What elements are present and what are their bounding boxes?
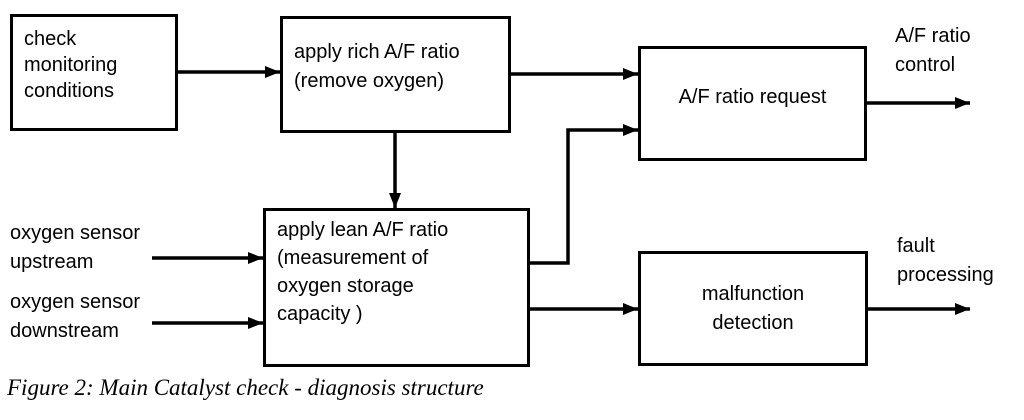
- node-malfunction-detection: malfunction detection: [638, 251, 868, 366]
- node-apply-lean-af-ratio: apply lean A/F ratio (measurement of oxy…: [263, 208, 530, 367]
- node-label: A/F ratio request: [678, 86, 827, 108]
- node-apply-rich-af-ratio: apply rich A/F ratio (remove oxygen): [280, 16, 511, 133]
- node-label: malfunction detection: [701, 282, 805, 334]
- label-af-ratio-control: A/F ratio control: [895, 25, 971, 76]
- node-label: apply lean A/F ratio (measurement of oxy…: [277, 219, 449, 325]
- node-check-monitoring-conditions: check monitoring conditions: [10, 14, 178, 131]
- node-label: check monitoring conditions: [24, 28, 118, 102]
- figure-caption: Figure 2: Main Catalyst check - diagnosi…: [7, 375, 484, 400]
- label-fault-processing: fault processing: [897, 235, 994, 286]
- label-oxygen-sensor-downstream: oxygen sensor downstream: [10, 291, 141, 342]
- arrow-lean-to-request: [529, 124, 638, 265]
- node-af-ratio-request: A/F ratio request: [638, 46, 867, 161]
- node-label: apply rich A/F ratio (remove oxygen): [294, 41, 460, 92]
- label-oxygen-sensor-upstream: oxygen sensor upstream: [10, 222, 141, 273]
